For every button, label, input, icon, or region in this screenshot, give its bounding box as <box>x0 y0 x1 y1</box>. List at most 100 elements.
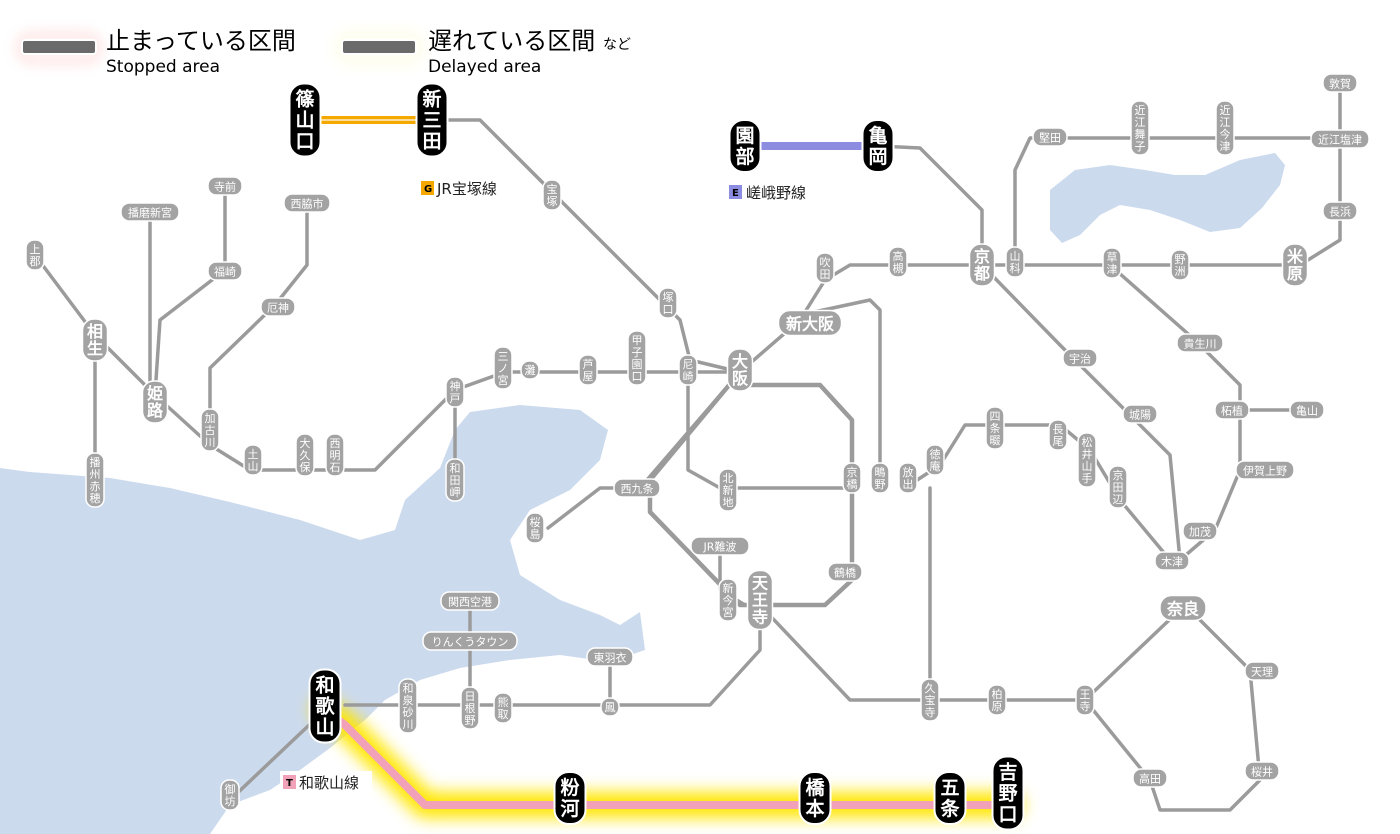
station-rinku[interactable]: りんくうタウン <box>422 631 518 651</box>
line-label-takarazuka[interactable]: G JR宝塚線 <box>418 177 518 199</box>
station-shinsanda[interactable]: 新三田 <box>415 82 449 158</box>
station-takada[interactable]: 高田 <box>1132 768 1168 788</box>
station-kobe[interactable]: 神戸 <box>445 376 465 408</box>
station-name: 野洲 <box>1175 253 1186 278</box>
station-kyoto[interactable]: 京都 <box>968 243 996 287</box>
line-code: T <box>286 778 293 789</box>
station-kameyama[interactable]: 亀山 <box>1289 400 1325 420</box>
station-jyoyo[interactable]: 城陽 <box>1122 404 1158 424</box>
legend-delayed-ja: 遅れている区間 <box>428 27 595 55</box>
station-shigino[interactable]: 鴫野 <box>870 462 890 494</box>
station-igaueno[interactable]: 伊賀上野 <box>1235 460 1295 480</box>
station-nishiwakishi[interactable]: 西脇市 <box>283 193 331 213</box>
station-yasu[interactable]: 野洲 <box>1170 249 1190 281</box>
station-tennoji[interactable]: 天王寺 <box>746 569 774 631</box>
station-nagao[interactable]: 長尾 <box>1048 419 1068 451</box>
station-shinosaka[interactable]: 新大阪 <box>777 309 843 337</box>
station-kameoka[interactable]: 亀岡 <box>861 119 895 173</box>
station-name: 吉野口 <box>998 761 1017 826</box>
station-omimaiko[interactable]: 近江舞子 <box>1130 100 1150 156</box>
station-name: 加茂 <box>1189 525 1211 539</box>
station-tsukaguchi[interactable]: 塚口 <box>658 287 678 319</box>
station-omiimazu[interactable]: 近江今津 <box>1215 100 1235 156</box>
station-shijonawate[interactable]: 四条畷 <box>985 406 1005 450</box>
station-sasayamaguchi[interactable]: 篠山口 <box>288 82 322 158</box>
station-okubo[interactable]: 大久保 <box>295 433 315 477</box>
station-tsuge[interactable]: 柘植 <box>1214 400 1250 420</box>
station-kitashinchi[interactable]: 北新地 <box>718 468 738 512</box>
station-box <box>1062 348 1098 368</box>
station-himeji[interactable]: 姫路 <box>141 380 169 424</box>
station-harimaako[interactable]: 播州赤穂 <box>85 452 105 508</box>
station-kyotanabe[interactable]: 京田辺 <box>1108 465 1128 509</box>
station-fukusaki[interactable]: 福崎 <box>207 261 243 281</box>
station-tsuruhashi[interactable]: 鶴橋 <box>827 562 863 582</box>
station-hashimoto[interactable]: 橋本 <box>798 771 832 825</box>
station-otori[interactable]: 鳳 <box>600 697 620 717</box>
station-nagahama[interactable]: 長浜 <box>1322 201 1358 221</box>
line-label-sagano[interactable]: E 嵯峨野線 <box>726 181 822 203</box>
legend-stopped-en: Stopped area <box>106 57 220 77</box>
station-yoshinoguchi[interactable]: 吉野口 <box>991 755 1025 831</box>
station-maibara[interactable]: 米原 <box>1281 243 1309 287</box>
station-kamo[interactable]: 加茂 <box>1182 521 1218 541</box>
station-hanaten[interactable]: 放出 <box>898 462 918 494</box>
station-uji[interactable]: 宇治 <box>1062 348 1098 368</box>
station-yamashina[interactable]: 山科 <box>1005 246 1025 278</box>
station-kyuhoji[interactable]: 久宝寺 <box>920 678 940 722</box>
station-teramae[interactable]: 寺前 <box>207 176 243 196</box>
station-sonobe[interactable]: 園部 <box>728 119 762 173</box>
station-box <box>985 406 1005 450</box>
station-kashiwara[interactable]: 柏原 <box>987 684 1007 716</box>
station-wadamisaki[interactable]: 和田岬 <box>445 458 465 502</box>
station-oji[interactable]: 王寺 <box>1075 684 1095 716</box>
station-nara[interactable]: 奈良 <box>1159 594 1207 622</box>
station-jrnamba[interactable]: JR難波 <box>690 536 750 556</box>
station-amagasaki[interactable]: 尼崎 <box>678 354 698 386</box>
station-higashihagoromo[interactable]: 東羽衣 <box>586 647 634 667</box>
station-tsuruga[interactable]: 敦賀 <box>1322 73 1358 93</box>
station-kakogawa[interactable]: 加古川 <box>200 408 220 452</box>
station-kumatori[interactable]: 熊取 <box>493 692 513 724</box>
station-box <box>460 686 480 730</box>
station-name: 天理 <box>1251 666 1273 679</box>
station-kansaiairport[interactable]: 関西空港 <box>440 591 500 611</box>
line-label-wakayama[interactable]: T 和歌山線 <box>280 771 372 793</box>
station-nishikujo[interactable]: 西九条 <box>613 478 661 498</box>
station-nada[interactable]: 灘 <box>520 360 540 380</box>
station-katata[interactable]: 堅田 <box>1032 127 1068 147</box>
station-kizu[interactable]: 木津 <box>1154 551 1190 571</box>
station-izumisunagawa[interactable]: 和泉砂川 <box>398 678 418 734</box>
station-kokawa[interactable]: 粉河 <box>553 771 587 825</box>
station-ashiya[interactable]: 芦屋 <box>578 354 598 386</box>
station-tokuan[interactable]: 徳庵 <box>925 444 945 476</box>
station-aioi[interactable]: 相生 <box>81 318 109 362</box>
station-shinimamiya[interactable]: 新今宮 <box>718 578 738 622</box>
station-kyobashi[interactable]: 京橋 <box>842 462 862 494</box>
station-omishiotsu[interactable]: 近江塩津 <box>1310 129 1370 149</box>
station-box <box>1077 432 1097 488</box>
station-kibukawa[interactable]: 貴生川 <box>1176 333 1224 353</box>
station-name: 北新地 <box>723 472 734 509</box>
station-box <box>1182 521 1218 541</box>
station-takatsuki[interactable]: 高槻 <box>888 246 908 278</box>
station-yashiro[interactable]: 厄神 <box>260 297 296 317</box>
station-dozan[interactable]: 土山 <box>243 444 263 476</box>
station-osaka[interactable]: 大阪 <box>726 348 754 392</box>
station-koshienguchi[interactable]: 甲子園口 <box>627 330 647 386</box>
station-hineno[interactable]: 日根野 <box>460 686 480 730</box>
station-gobo[interactable]: 御坊 <box>220 779 240 811</box>
station-harimashingu[interactable]: 播磨新宮 <box>120 202 180 222</box>
station-wakayama[interactable]: 和歌山 <box>308 668 342 744</box>
station-takarazuka[interactable]: 宝塚 <box>542 179 562 211</box>
station-nishiakashi[interactable]: 西明石 <box>325 433 345 477</box>
station-gojo[interactable]: 五条 <box>933 771 967 825</box>
station-matsuiyamate[interactable]: 松井山手 <box>1077 432 1097 488</box>
station-sannomiya[interactable]: 三ノ宮 <box>493 346 513 390</box>
station-sakurai[interactable]: 桜井 <box>1244 761 1280 781</box>
station-tenri[interactable]: 天理 <box>1244 661 1280 681</box>
station-kusatsu[interactable]: 草津 <box>1102 247 1122 279</box>
station-kamigori[interactable]: 上郡 <box>25 239 45 271</box>
station-suita[interactable]: 吹田 <box>815 252 835 284</box>
station-sakurajima[interactable]: 桜島 <box>525 512 545 544</box>
